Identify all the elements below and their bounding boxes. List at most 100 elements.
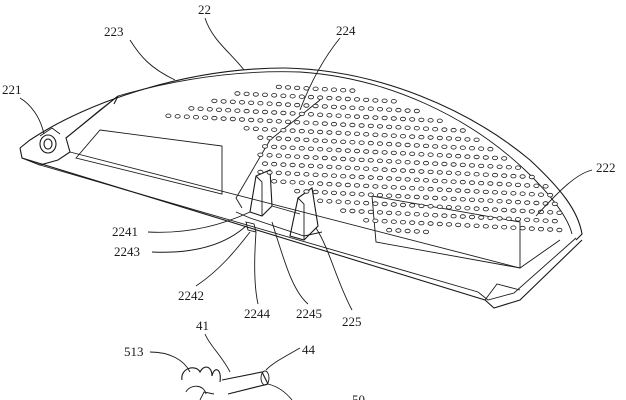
perforation-hole [459, 214, 466, 219]
perforation-hole [519, 208, 526, 214]
cover-outer-arc [19, 67, 583, 241]
perforation-hole [344, 96, 351, 102]
perforation-hole [399, 185, 406, 190]
perforation-hole [386, 141, 393, 147]
perforation-hole [349, 105, 356, 110]
perforation-hole [533, 200, 540, 206]
perforation-hole [303, 120, 310, 125]
perforation-hole [404, 159, 411, 165]
perforation-hole [312, 138, 319, 143]
perforation-hole [317, 146, 324, 152]
perforation-hole [317, 129, 324, 135]
perforation-hole [436, 118, 443, 123]
perforation-hole [533, 183, 540, 188]
perforation-hole [275, 136, 282, 141]
perforation-hole [340, 173, 347, 179]
perforation-hole [234, 91, 241, 96]
perforation-hole [491, 155, 498, 161]
perforation-hole [496, 198, 503, 204]
perforation-hole [307, 129, 314, 134]
perforation-hole [427, 221, 434, 226]
perforation-hole [386, 176, 393, 181]
perforation-hole [358, 140, 365, 145]
leader-44 [265, 347, 301, 371]
clip-assembly [235, 169, 323, 241]
leader-513 [149, 351, 191, 373]
perforation-hole [418, 169, 425, 174]
perforation-hole [547, 210, 554, 215]
perforation-hole [413, 211, 420, 217]
perforation-hole [252, 92, 259, 97]
perforation-hole [422, 229, 429, 235]
perforation-hole [349, 174, 356, 179]
perforation-hole [275, 101, 282, 107]
perforation-hole [372, 149, 379, 155]
perforation-hole [211, 98, 218, 104]
perforation-hole [206, 107, 213, 112]
perforation-hole [312, 86, 319, 91]
perforation-hole [473, 137, 480, 142]
perforation-hole [330, 190, 337, 196]
perforation-hole [515, 165, 522, 170]
perforation-hole [335, 130, 342, 136]
clip-finger-left [249, 169, 273, 217]
perforation-hole [505, 199, 512, 204]
lower-body-edge [267, 383, 293, 400]
perforation-hole [399, 151, 406, 156]
perforation-hole [284, 153, 291, 159]
reference-labels: 22 223 224 221 222 2241 2243 2242 2244 2… [2, 2, 616, 400]
perforation-hole [464, 205, 471, 211]
leader-222 [535, 169, 593, 217]
perforation-hole [367, 175, 374, 180]
perforation-hole [533, 217, 540, 223]
perforation-hole [358, 157, 365, 163]
perforation-hole [335, 147, 342, 153]
perforation-hole [220, 116, 227, 121]
perforation-hole [280, 145, 287, 150]
perforation-hole [418, 220, 425, 226]
perforation-hole [455, 153, 462, 159]
lower-body-left [199, 391, 215, 400]
perforation-hole [404, 125, 411, 130]
perforation-hole [344, 113, 351, 119]
leader-225 [315, 227, 353, 311]
perforation-hole [395, 228, 402, 233]
perforation-hole [321, 104, 328, 109]
perforation-hole [542, 184, 549, 189]
perforation-hole [496, 181, 503, 187]
perforation-hole [482, 206, 489, 212]
perforation-hole [335, 113, 342, 118]
perforation-hole [363, 149, 370, 154]
perforation-hole [326, 199, 333, 204]
perforation-hole [303, 154, 310, 160]
spring-coil [181, 366, 221, 383]
perforation-hole [376, 158, 383, 163]
perforation-hole [528, 226, 535, 231]
perforation-hole [358, 209, 365, 214]
perforation-hole [326, 164, 333, 170]
perforation-hole [243, 126, 250, 131]
perforation-hole [372, 166, 379, 172]
perforation-hole [432, 144, 439, 149]
perforation-hole [445, 222, 452, 227]
perforation-hole [353, 97, 360, 102]
perforation-hole [482, 172, 489, 177]
perforation-hole [321, 190, 328, 195]
perforation-hole [340, 105, 347, 110]
perforation-hole [459, 145, 466, 150]
perforation-hole [340, 208, 347, 213]
perforation-hole [307, 94, 314, 100]
perforation-hole [372, 218, 379, 223]
perforation-hole [390, 185, 397, 190]
perforation-hole [395, 159, 402, 164]
perforation-hole [238, 117, 245, 122]
clip-finger-right [289, 187, 319, 241]
perforation-hole [445, 187, 452, 193]
perforation-hole [225, 107, 232, 113]
perforation-hole [326, 147, 333, 152]
perforation-hole [418, 186, 425, 191]
perforation-hole [349, 157, 356, 162]
perforation-hole [436, 152, 443, 158]
perforation-hole [427, 118, 434, 123]
